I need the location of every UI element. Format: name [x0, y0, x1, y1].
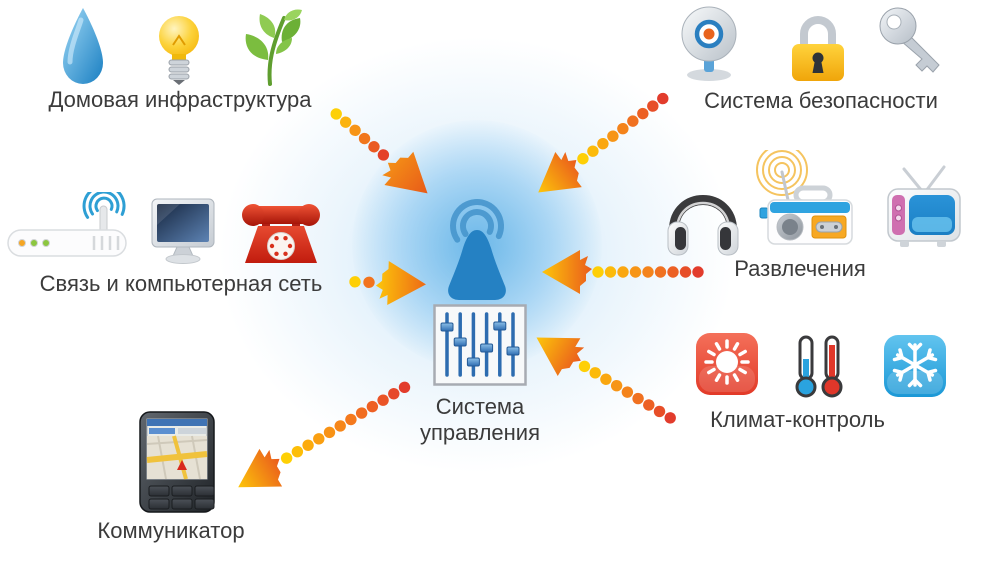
arrow-climate-to-hub	[536, 337, 676, 424]
hub-label: Система управления	[420, 394, 540, 445]
group-communicator: Коммуникатор	[21, 408, 321, 548]
headphones-icon	[667, 195, 739, 256]
mixer-console-icon	[433, 304, 527, 386]
group-climate: Климат-контроль	[645, 328, 950, 433]
thermometers-icon	[795, 335, 843, 398]
light-bulb-icon	[159, 16, 199, 85]
arrow-home-infrastructure-to-hub	[330, 108, 428, 194]
monitor-icon	[151, 198, 215, 264]
arrow-hub-to-communicator	[238, 381, 411, 488]
padlock-icon	[792, 16, 844, 81]
group-label-communicator: Коммуникатор	[97, 518, 245, 543]
group-label-security: Система безопасности	[704, 88, 938, 113]
water-drop-icon	[63, 8, 103, 84]
key-icon	[879, 7, 940, 73]
smartphone-icon	[139, 411, 215, 513]
arrow-security-to-hub	[538, 92, 669, 193]
wireless-signal-icon	[448, 199, 506, 300]
plant-icon	[245, 9, 302, 86]
telephone-icon	[242, 204, 320, 263]
snowflake-icon	[884, 335, 946, 397]
group-network: Связь и компьютерная сеть	[6, 190, 356, 296]
group-label-home-infrastructure: Домовая инфраструктура	[48, 87, 312, 112]
arrow-network-to-hub	[349, 261, 426, 305]
group-label-entertainment: Развлечения	[734, 256, 866, 281]
group-hub: Система управления	[395, 190, 565, 450]
group-entertainment: Развлечения	[645, 148, 961, 283]
arrow-entertainment-to-hub	[542, 250, 704, 294]
sun-icon	[696, 333, 758, 395]
group-label-climate: Климат-контроль	[710, 407, 885, 432]
tv-icon	[887, 165, 961, 247]
webcam-icon	[681, 6, 737, 81]
group-label-network: Связь и компьютерная сеть	[39, 271, 323, 296]
radio-icon	[756, 150, 853, 245]
group-security: Система безопасности	[666, 4, 976, 120]
group-home-infrastructure: Домовая инфраструктура	[30, 4, 330, 120]
wifi-router-icon	[7, 192, 127, 257]
